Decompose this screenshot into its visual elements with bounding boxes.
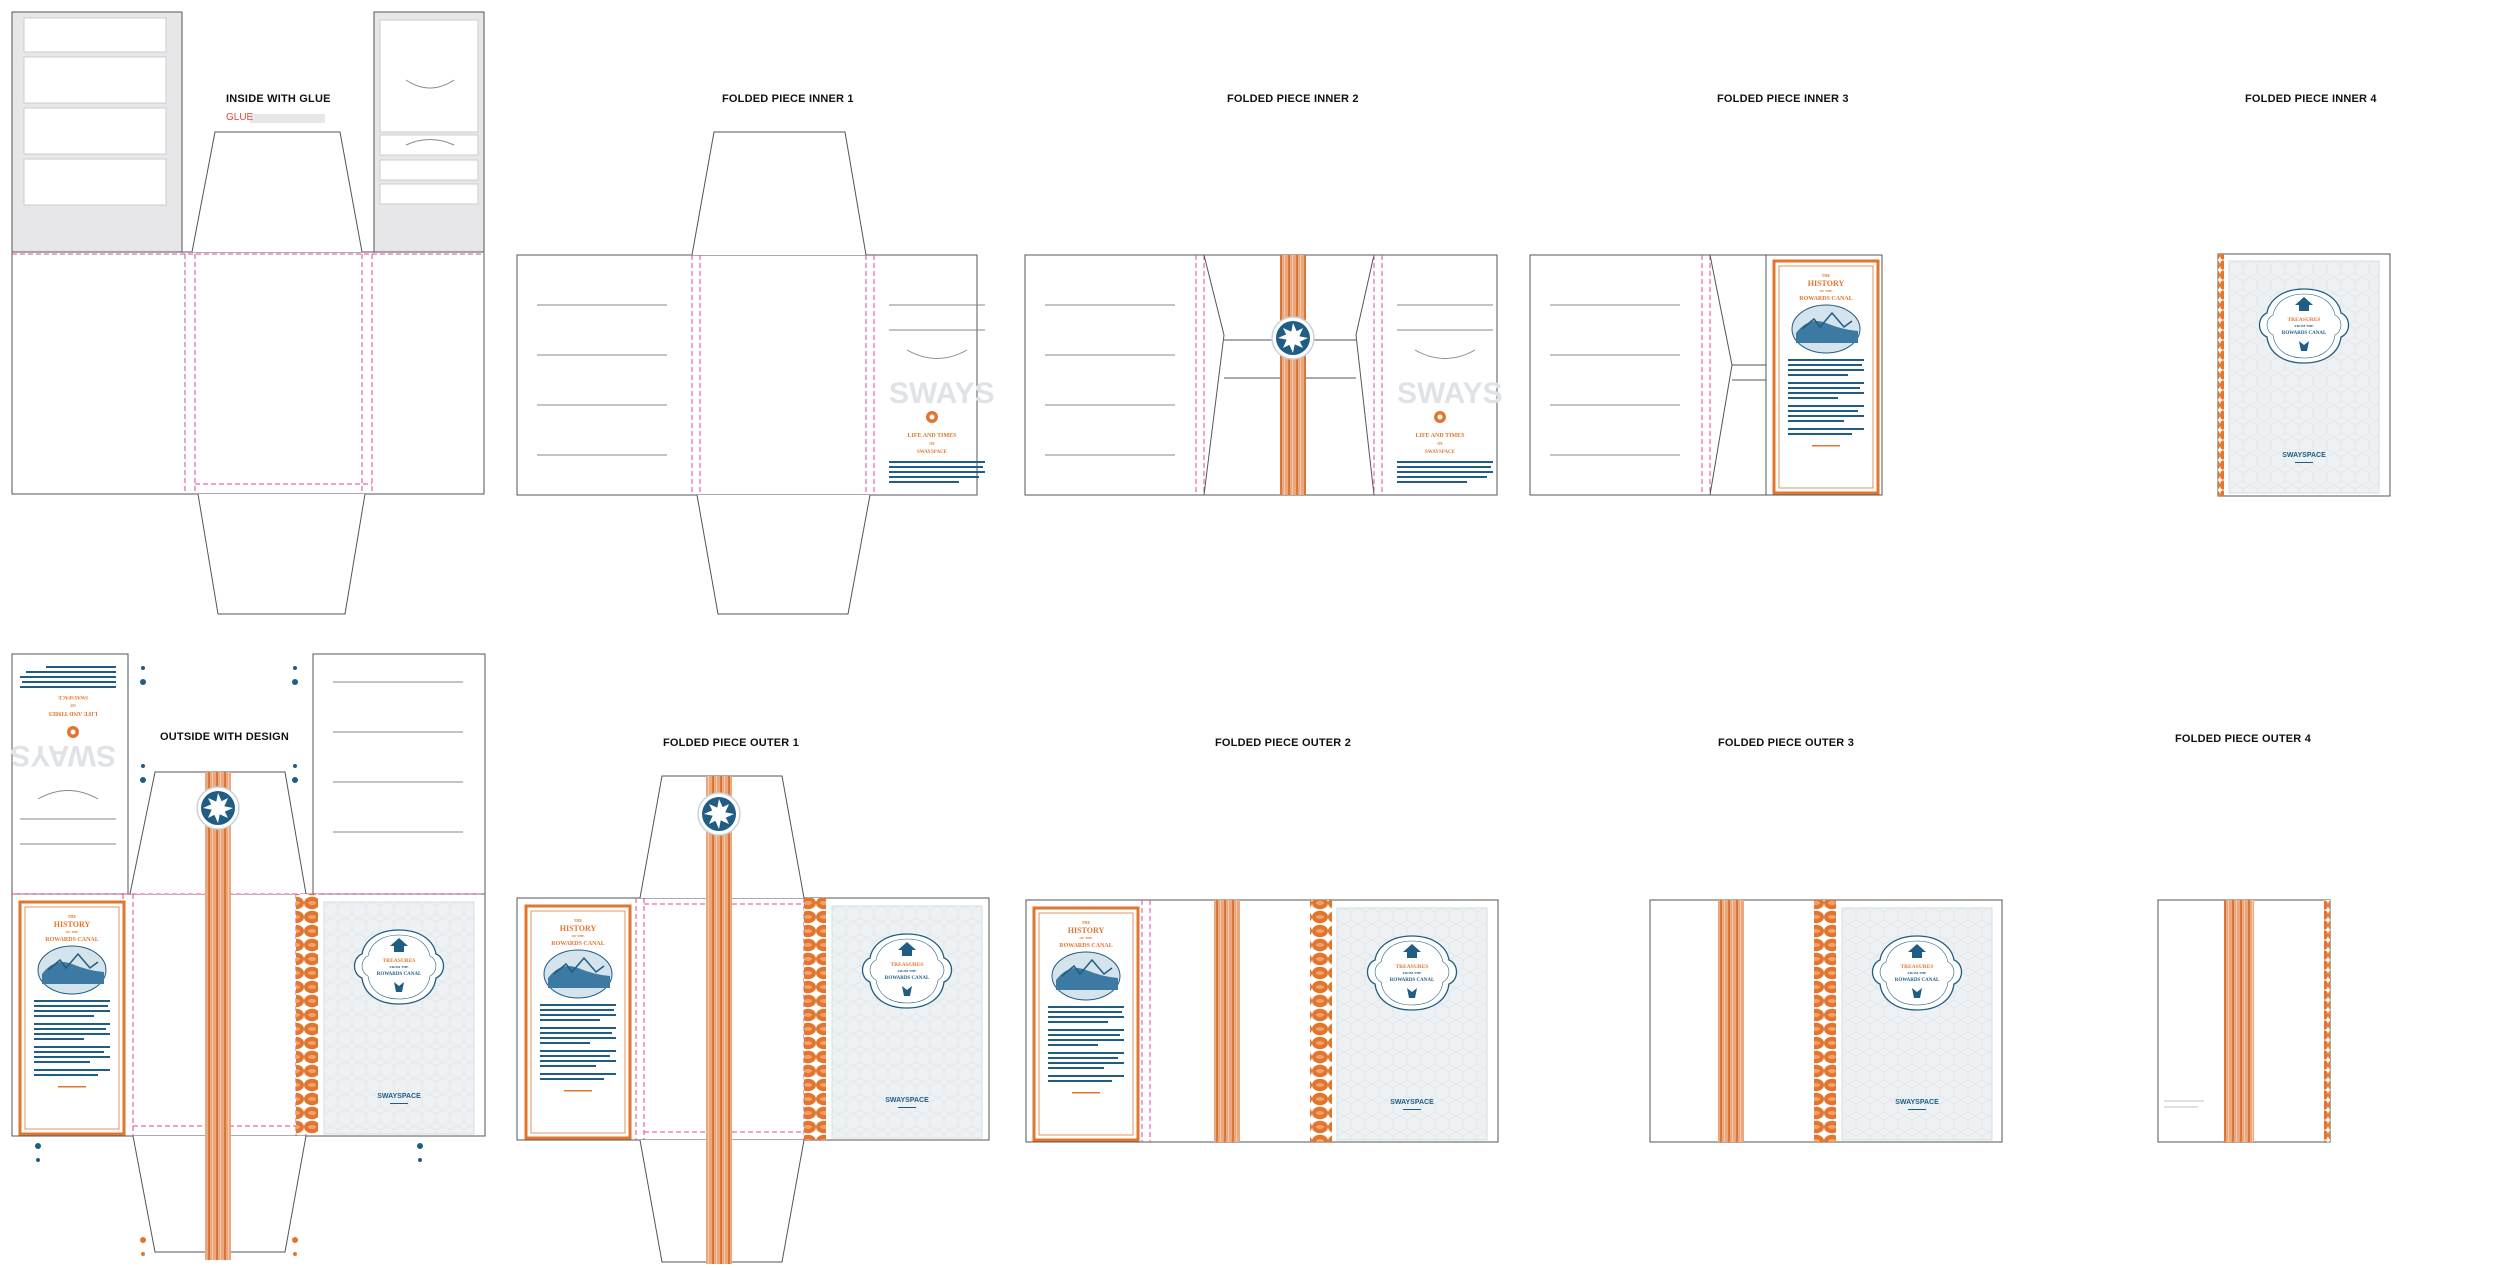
folded-inner-3-diagram — [1529, 254, 1883, 496]
label-folded-inner-2: FOLDED PIECE INNER 2 — [1227, 93, 1359, 105]
folded-outer-1-diagram — [516, 775, 990, 1264]
label-folded-inner-3: FOLDED PIECE INNER 3 — [1717, 93, 1849, 105]
folded-outer-3-diagram — [1649, 899, 2003, 1143]
folded-outer-2-diagram — [1025, 899, 1499, 1143]
glue-strip — [250, 114, 325, 123]
label-inside-with-glue: INSIDE WITH GLUE — [226, 93, 331, 105]
label-folded-inner-4: FOLDED PIECE INNER 4 — [2245, 93, 2377, 105]
label-folded-outer-4: FOLDED PIECE OUTER 4 — [2175, 733, 2312, 745]
label-folded-outer-3: FOLDED PIECE OUTER 3 — [1718, 737, 1855, 749]
label-folded-inner-1: FOLDED PIECE INNER 1 — [722, 93, 854, 105]
outside-with-design-dieline — [9, 653, 486, 1260]
folded-inner-1-diagram — [516, 131, 996, 615]
label-folded-outer-2: FOLDED PIECE OUTER 2 — [1215, 737, 1352, 749]
label-folded-outer-1: FOLDED PIECE OUTER 1 — [663, 737, 800, 749]
folded-inner-2-diagram — [1024, 254, 1504, 496]
folded-inner-4-diagram — [2217, 253, 2391, 497]
inside-with-glue-dieline — [11, 11, 485, 615]
label-glue: GLUE — [226, 112, 254, 123]
folded-outer-4-diagram — [2157, 899, 2331, 1143]
label-outside-with-design: OUTSIDE WITH DESIGN — [160, 731, 290, 743]
